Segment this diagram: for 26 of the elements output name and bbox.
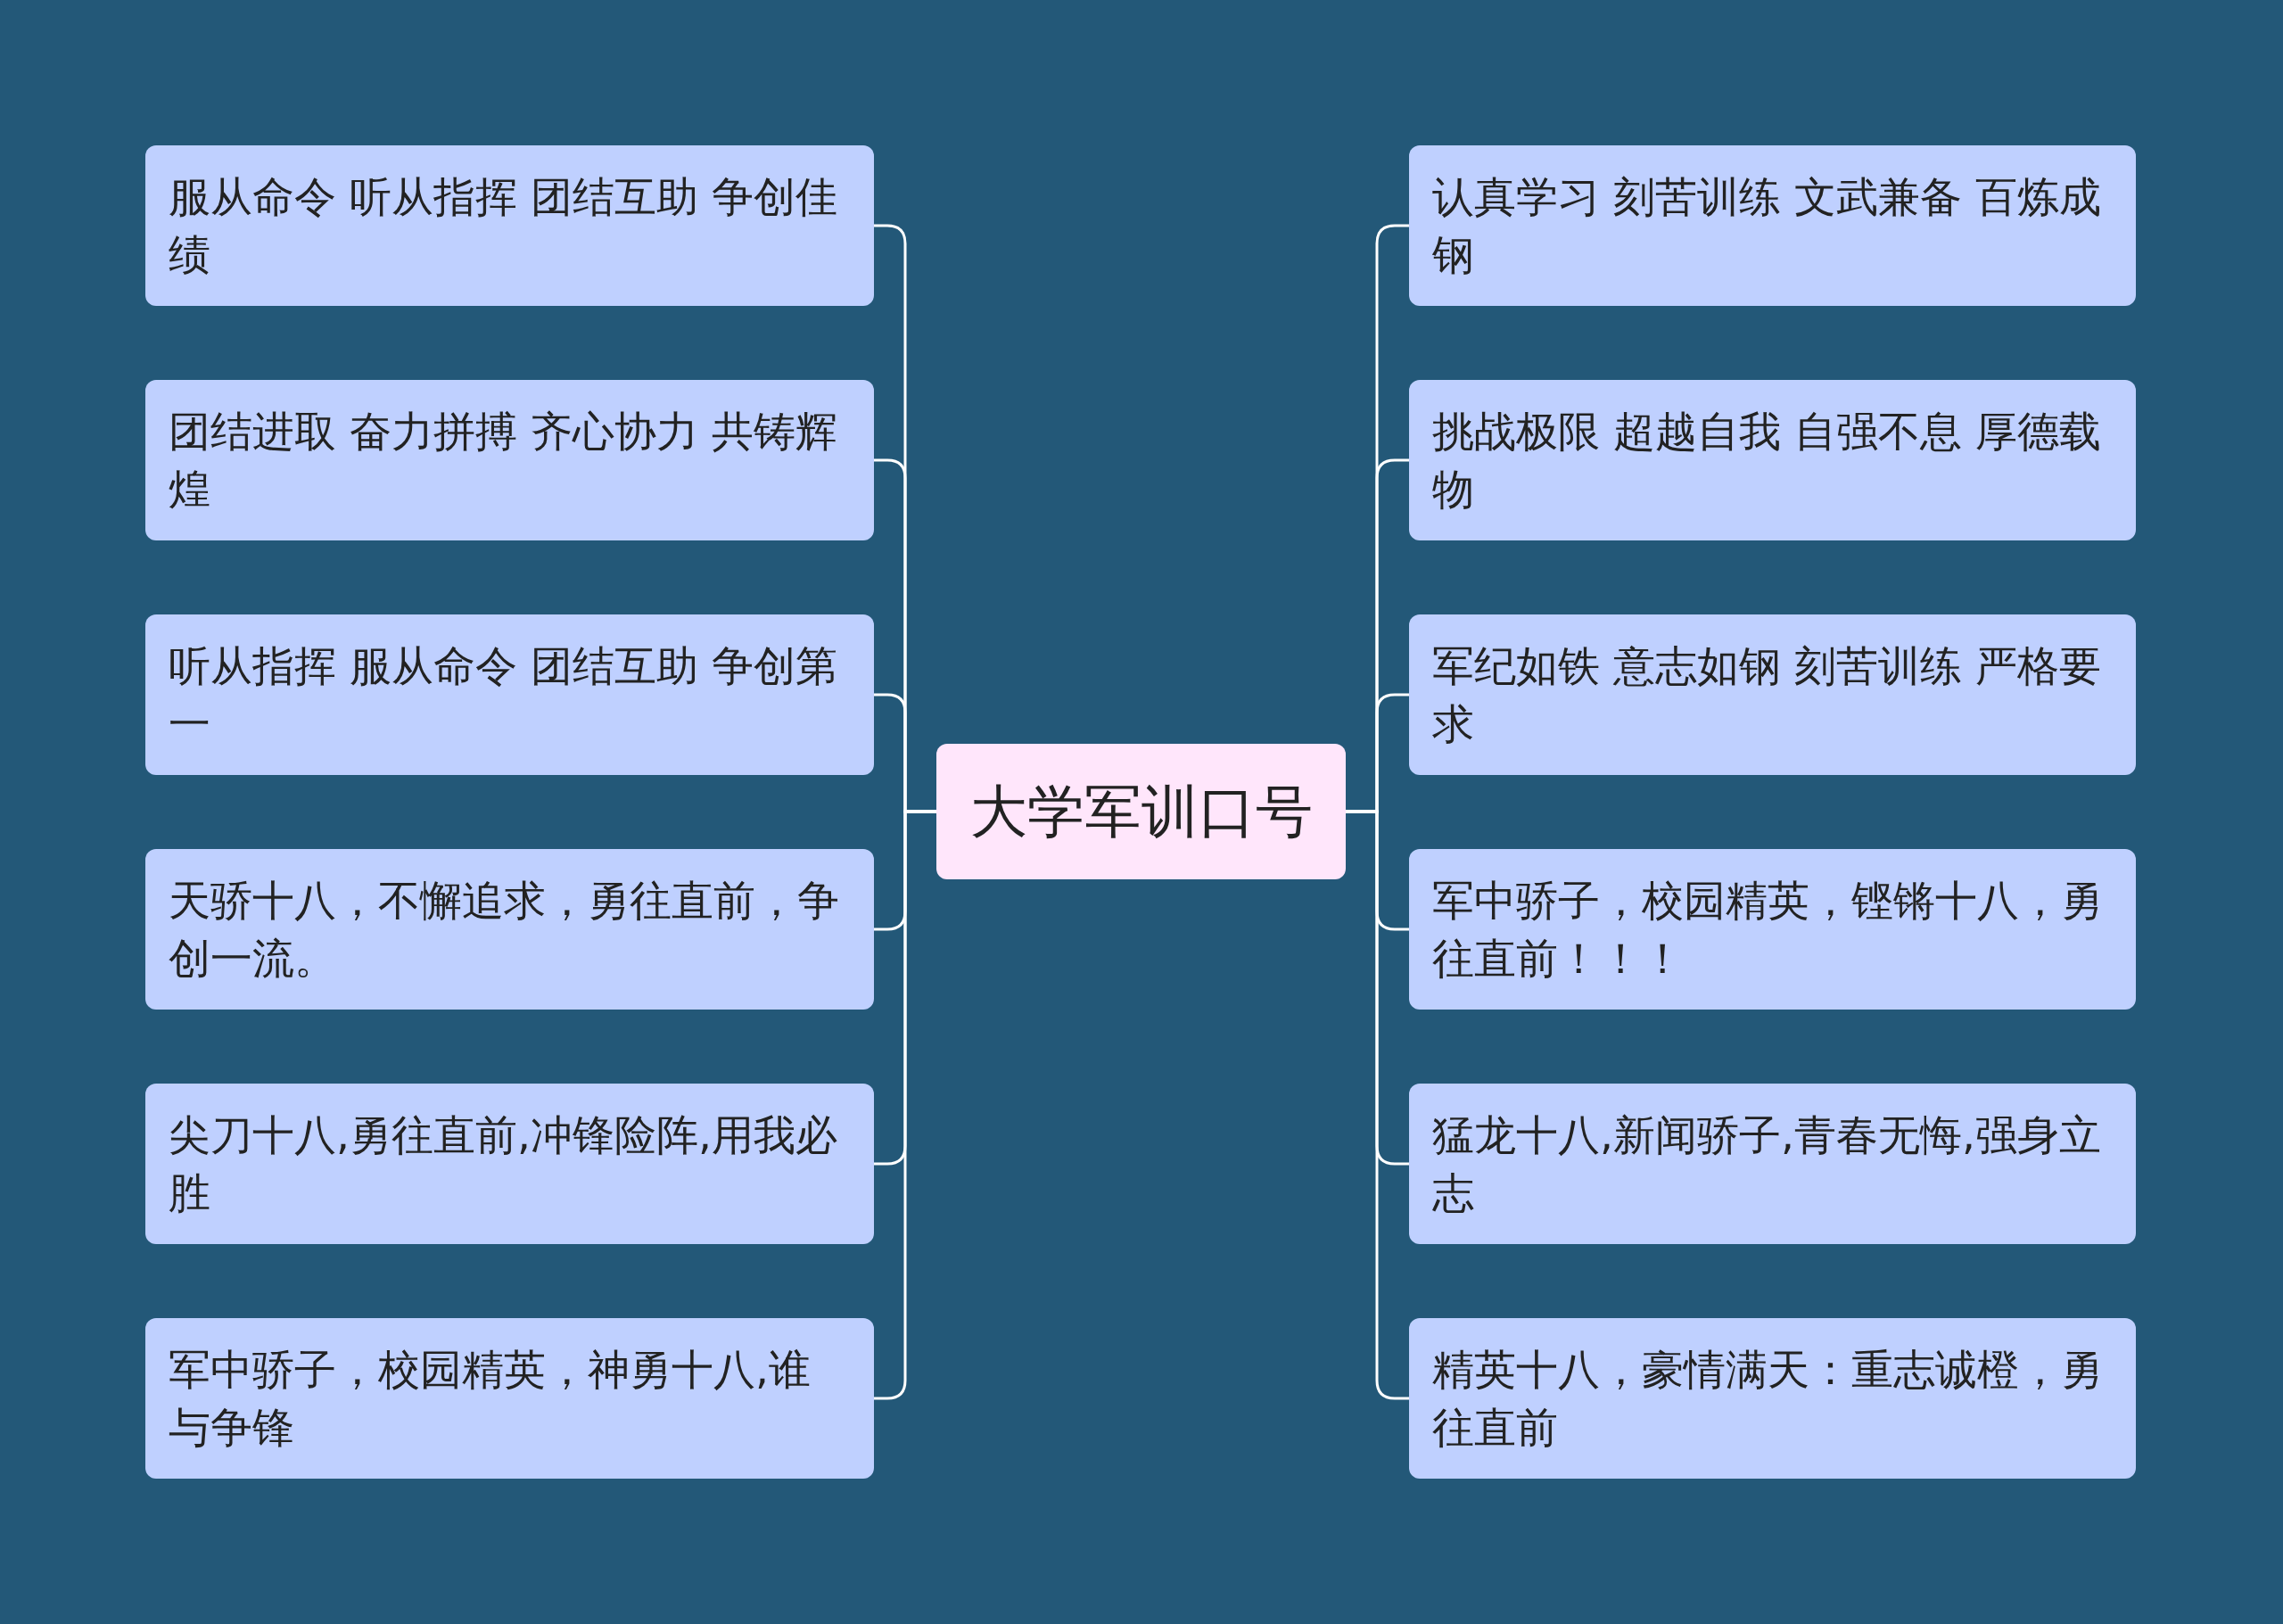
slogan-box (1409, 1084, 2136, 1244)
slogan-box (1409, 145, 2136, 306)
slogan-box (145, 1084, 874, 1244)
slogan-box (145, 380, 874, 540)
slogan-box (145, 614, 874, 775)
slogan-box (145, 849, 874, 1010)
slogan-text: 天骄十八，不懈追求，勇往直前，争创一流。 (169, 875, 840, 985)
slogan-text: 猛龙十八,新闻骄子,青春无悔,强身立志 (1432, 1109, 2102, 1219)
slogan-text: 尖刀十八,勇往直前,冲锋险阵,用我必胜 (169, 1109, 838, 1219)
slogan-text: 军纪如铁 意志如钢 刻苦训练 严格要求 (1432, 640, 2102, 750)
slogan-text: 挑战极限 超越自我 自强不息 厚德载物 (1432, 406, 2102, 515)
slogan-text: 听从指挥 服从命令 团结互助 争创第一 (169, 640, 838, 750)
topic-text: 大学军训口号 (969, 777, 1313, 846)
slogan-box (1409, 1318, 2136, 1479)
slogan-text: 认真学习 刻苦训练 文武兼备 百炼成钢 (1432, 171, 2102, 281)
slogan-text: 精英十八，豪情满天：重志诚橙，勇往直前 (1432, 1344, 2104, 1454)
slogan-text: 军中骄子，校园精英，铿锵十八，勇往直前！！！ (1432, 875, 2104, 985)
slogan-box (1409, 380, 2136, 540)
slogan-text: 服从命令 听从指挥 团结互助 争创佳绩 (169, 171, 838, 281)
slogan-box (145, 1318, 874, 1479)
slogan-text: 军中骄子，校园精英，神勇十八,谁与争锋 (169, 1344, 812, 1454)
topic-box (936, 744, 1346, 879)
slogan-box (145, 145, 874, 306)
slogan-box (1409, 849, 2136, 1010)
slogan-box (1409, 614, 2136, 775)
slogan-text: 团结进取 奋力拼搏 齐心协力 共铸辉煌 (169, 406, 838, 515)
